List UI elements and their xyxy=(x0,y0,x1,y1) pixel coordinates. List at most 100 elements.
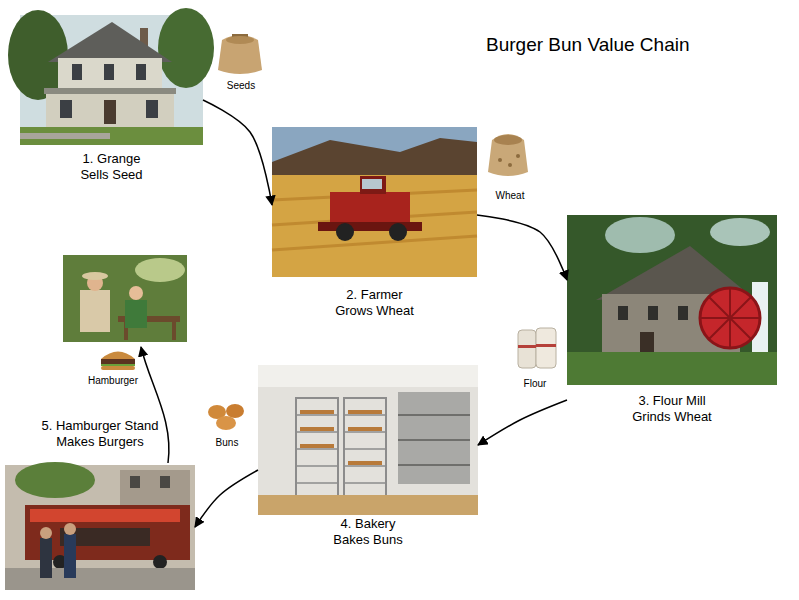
customer-photo-part xyxy=(80,290,110,332)
grange-photo-part xyxy=(72,64,82,80)
station-node: 1. Grange Sells Seed xyxy=(20,15,203,183)
wheat-bag-icon-part xyxy=(516,154,520,158)
stand-photo-part xyxy=(30,509,180,522)
flour-sack-icon-part xyxy=(536,344,556,347)
stand-photo-part xyxy=(64,534,76,578)
customer-photo-part xyxy=(129,286,143,300)
wheat-bag-icon-part xyxy=(498,158,502,162)
station-caption: 1. Grange Sells Seed xyxy=(72,151,152,183)
flow-arrow xyxy=(478,400,567,445)
photo-area xyxy=(258,365,478,515)
grange-photo-part xyxy=(48,22,172,62)
farmer-photo-part xyxy=(272,190,477,250)
bakery-photo-part xyxy=(398,392,470,484)
station-caption: 5. Hamburger Stand Makes Burgers xyxy=(35,418,165,450)
mill-photo xyxy=(567,215,777,385)
wheat-bag-icon-part xyxy=(494,135,522,145)
flour-sack-icon xyxy=(518,328,556,368)
farmer-photo-part xyxy=(362,179,382,189)
photo-area xyxy=(5,465,195,590)
hamburger-icon-part xyxy=(101,364,135,366)
farmer-photo-part xyxy=(330,192,410,224)
customer-photo-part xyxy=(172,322,176,340)
station-caption: 2. Farmer Grows Wheat xyxy=(331,287,419,319)
farmer-photo-part xyxy=(272,175,477,277)
buns-icon xyxy=(208,404,244,430)
stand-photo-part xyxy=(40,538,52,578)
mill-photo-part xyxy=(710,218,770,246)
grange-photo-part xyxy=(20,133,110,139)
bakery-photo-part xyxy=(258,365,478,515)
mill-photo-part xyxy=(567,352,777,385)
product-label: Flour xyxy=(524,378,547,390)
buns-icon-part xyxy=(216,416,236,430)
customer-photo-part xyxy=(63,255,187,342)
customer-photo-part xyxy=(125,300,147,328)
wheat-bag-icon xyxy=(488,134,528,176)
customer-photo-part xyxy=(82,272,108,280)
station-node: 4. Bakery Bakes Buns xyxy=(258,365,478,548)
grange-photo-part xyxy=(104,100,116,124)
bakery-photo-part xyxy=(300,412,382,463)
photo-area xyxy=(20,15,203,145)
flour-sack-icon-part xyxy=(536,328,556,368)
mill-photo-part xyxy=(700,288,760,348)
bakery-photo-part xyxy=(296,415,386,483)
stand-photo-part xyxy=(64,523,76,535)
flour-sack-icon-part xyxy=(518,345,536,348)
farmer-photo xyxy=(272,127,477,277)
stand-photo-part xyxy=(160,476,170,488)
grange-photo-part xyxy=(146,100,158,118)
photo-area xyxy=(567,215,777,385)
bakery-photo xyxy=(258,365,478,515)
wheat-bag-icon-part xyxy=(508,163,512,167)
station-caption: 3. Flour Mill Grinds Wheat xyxy=(626,393,718,425)
flow-arrow xyxy=(195,470,258,527)
grange-photo-part xyxy=(44,88,176,94)
grange-photo-part xyxy=(46,92,174,128)
farmer-photo-part xyxy=(336,223,354,241)
product-label: Buns xyxy=(216,437,239,449)
bakery-photo-part xyxy=(258,495,478,515)
station-node: 5. Hamburger Stand Makes Burgers xyxy=(5,418,195,590)
stand-photo xyxy=(5,462,195,590)
product-label: Seeds xyxy=(227,80,255,92)
mill-photo-part xyxy=(618,306,628,320)
bakery-photo-part xyxy=(258,365,478,387)
grange-photo-part xyxy=(20,127,203,145)
farmer-photo-part xyxy=(360,176,386,194)
product-label: Wheat xyxy=(496,190,525,202)
photo-area xyxy=(272,127,477,277)
stand-photo-part xyxy=(120,470,190,510)
grange-photo xyxy=(8,8,214,145)
product-label: Hamburger xyxy=(88,375,138,387)
farmer-photo-part xyxy=(389,223,407,241)
customer-photo-part xyxy=(135,258,185,282)
station-node: 3. Flour Mill Grinds Wheat xyxy=(567,215,777,425)
seed-bag-icon-part xyxy=(218,35,262,74)
flour-sack-icon-part xyxy=(518,330,536,368)
stand-photo-part xyxy=(130,476,140,488)
mill-photo-part xyxy=(648,306,658,320)
bakery-photo-part xyxy=(398,415,470,465)
hamburger-icon-part xyxy=(101,352,135,360)
mill-photo-part xyxy=(567,215,777,385)
station-caption: 4. Bakery Bakes Buns xyxy=(327,516,409,548)
mill-photo-part xyxy=(678,306,688,320)
mill-photo-part xyxy=(700,288,760,348)
station-node: 2. Farmer Grows Wheat xyxy=(272,127,477,319)
buns-icon-part xyxy=(226,404,244,418)
hamburger-icon-part xyxy=(101,366,135,370)
stand-photo-part xyxy=(5,568,195,590)
wheat-bag-icon-part xyxy=(488,134,528,176)
grange-photo-part xyxy=(60,100,72,118)
mill-photo-part xyxy=(605,217,675,253)
diagram-title: Burger Bun Value Chain xyxy=(486,34,690,56)
customer-photo xyxy=(63,255,187,342)
grange-photo-part xyxy=(104,64,114,80)
seed-bag-icon-part xyxy=(226,36,254,44)
stand-photo-part xyxy=(15,462,95,498)
flow-arrow xyxy=(477,215,567,280)
hamburger-icon-part xyxy=(101,359,135,364)
stand-photo-part xyxy=(40,527,52,539)
